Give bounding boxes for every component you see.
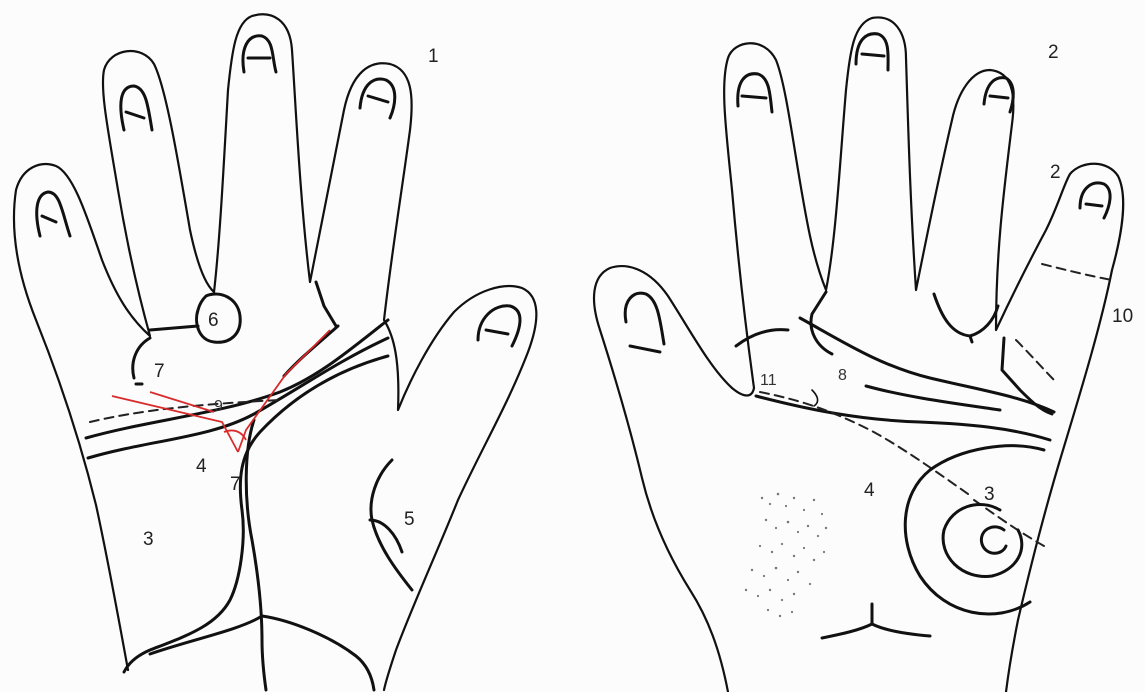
- right-nail-thumb: [625, 293, 664, 352]
- left-nail-4: [360, 79, 395, 118]
- left-heart-line: [86, 320, 388, 438]
- right-wrist-crease: [822, 604, 930, 638]
- right-crease-ring-base: [934, 294, 998, 342]
- right-speckle-area: [745, 493, 827, 618]
- right-hand: 2 2 10 11 8 4 3: [594, 17, 1133, 692]
- left-hand: 1 7 6 9 4 7 3 5: [14, 14, 536, 690]
- right-label-11: 11: [760, 372, 777, 389]
- left-label-7-lower: 7: [230, 474, 241, 495]
- right-crease-index-base: [736, 292, 832, 354]
- right-nail-middle: [856, 34, 888, 70]
- right-dashed-line-11: [760, 392, 968, 494]
- right-label-2-top: 2: [1048, 42, 1059, 63]
- right-label-8: 8: [838, 367, 847, 384]
- left-label-3: 3: [143, 529, 154, 550]
- left-life-line: [124, 356, 388, 672]
- right-hand-outline: [594, 17, 1123, 692]
- left-mark-6-stem: [150, 326, 198, 330]
- left-label-6: 6: [208, 310, 219, 331]
- right-label-2-side: 2: [1050, 162, 1061, 183]
- right-spiral-3: [905, 446, 1044, 614]
- left-label-7-upper: 7: [154, 361, 165, 382]
- right-label-3: 3: [984, 484, 995, 505]
- left-label-5: 5: [404, 509, 415, 530]
- right-dashed-line-10a: [1042, 264, 1112, 280]
- left-label-4: 4: [196, 456, 207, 477]
- left-life-line-inner: [246, 420, 266, 690]
- left-label-9: 9: [214, 398, 223, 415]
- left-red-line-b: [150, 392, 214, 412]
- left-nail-1: [37, 192, 70, 236]
- left-hand-outline: [14, 14, 536, 690]
- left-nail-2: [121, 86, 152, 130]
- right-dashed-line-10b: [1016, 340, 1056, 382]
- right-nail-index: [738, 74, 772, 112]
- left-nail-5: [478, 306, 520, 346]
- left-crease-stem: [316, 282, 336, 326]
- right-dashed-line-3: [974, 500, 1044, 546]
- right-nail-little: [1080, 183, 1110, 218]
- right-label-10: 10: [1112, 306, 1133, 327]
- right-label-4: 4: [864, 480, 875, 501]
- right-head-line: [756, 396, 1050, 440]
- right-hook-mark: [812, 390, 818, 406]
- left-mark-7-upper: [133, 338, 150, 384]
- left-nail-3: [243, 36, 276, 72]
- left-label-1: 1: [428, 46, 439, 67]
